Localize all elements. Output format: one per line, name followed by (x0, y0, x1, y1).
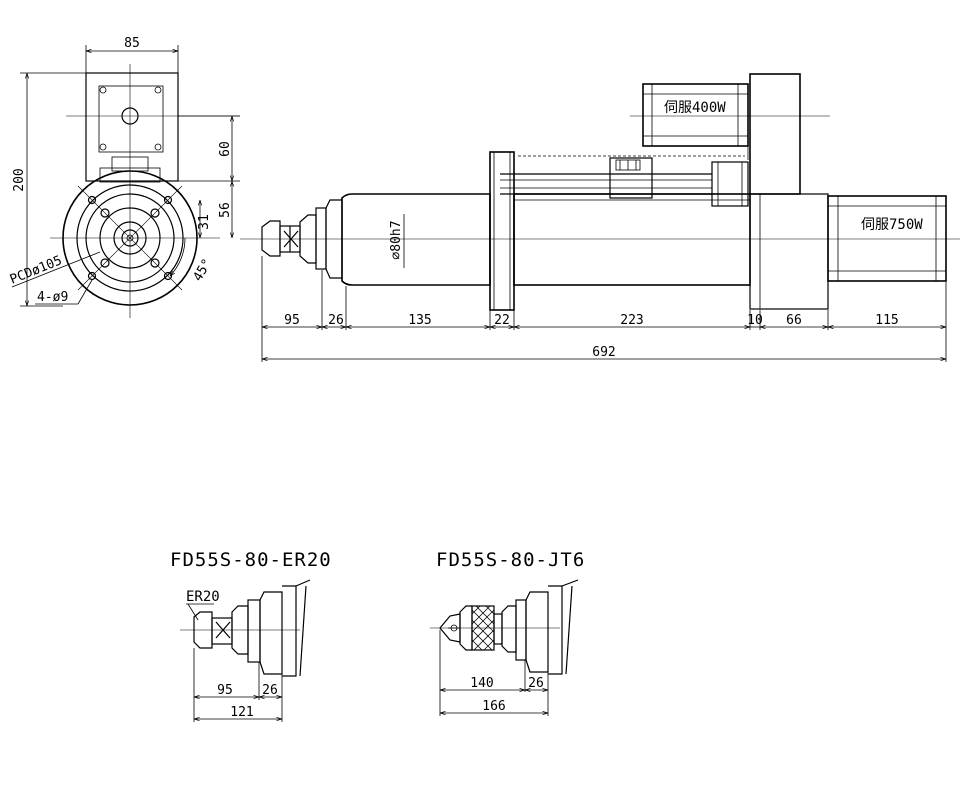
dim-end-31: 31 (197, 214, 212, 230)
label-er20-collet: ER20 (186, 589, 220, 605)
variant-er20: FD55S-80-ER20 ER20 95 26 121 (170, 549, 332, 722)
dim-end-60: 60 (218, 141, 233, 157)
dim-er20-26: 26 (262, 683, 278, 698)
dim-main-total: 692 (592, 345, 615, 360)
dim-end-56: 56 (218, 202, 233, 218)
dim-main-135: 135 (408, 313, 431, 328)
rear-plate (749, 73, 801, 195)
servo-motor-750w (827, 195, 947, 282)
dim-end-width: 85 (124, 36, 140, 51)
dim-jt6-26: 26 (528, 676, 544, 691)
end-view-bracket (85, 72, 179, 182)
dim-main-26: 26 (328, 313, 344, 328)
end-view: 85 200 60 56 31 45° PCDø105 4-ø9 (8, 36, 240, 318)
dim-main-22: 22 (494, 313, 510, 328)
spindle-body (341, 193, 491, 286)
dim-er20-95: 95 (217, 683, 233, 698)
dim-main-66: 66 (786, 313, 802, 328)
variant-jt6: FD55S-80-JT6 140 26 166 (430, 549, 585, 716)
dim-main-223: 223 (620, 313, 643, 328)
carriage-body (513, 193, 751, 286)
label-pcd: PCDø105 (8, 253, 64, 287)
dim-main-10: 10 (747, 313, 763, 328)
servo-motor-400w (642, 83, 749, 147)
dim-end-height: 200 (12, 168, 27, 191)
title-jt6: FD55S-80-JT6 (436, 549, 585, 571)
collet-nut (261, 220, 281, 257)
label-servo-750w: 伺服750W (861, 217, 923, 233)
dim-main-95: 95 (284, 313, 300, 328)
dim-jt6-140: 140 (470, 676, 493, 691)
title-er20: FD55S-80-ER20 (170, 549, 332, 571)
label-servo-400w: 伺服400W (664, 100, 726, 116)
label-holes: 4-ø9 (37, 290, 68, 305)
label-diameter: ⌀80h7 (389, 220, 404, 259)
dim-jt6-total: 166 (482, 699, 505, 714)
dim-er20-total: 121 (230, 705, 253, 720)
dim-main-115: 115 (875, 313, 898, 328)
dim-end-angle: 45° (191, 256, 216, 284)
main-view: ⌀80h7 伺服400W (240, 73, 960, 362)
